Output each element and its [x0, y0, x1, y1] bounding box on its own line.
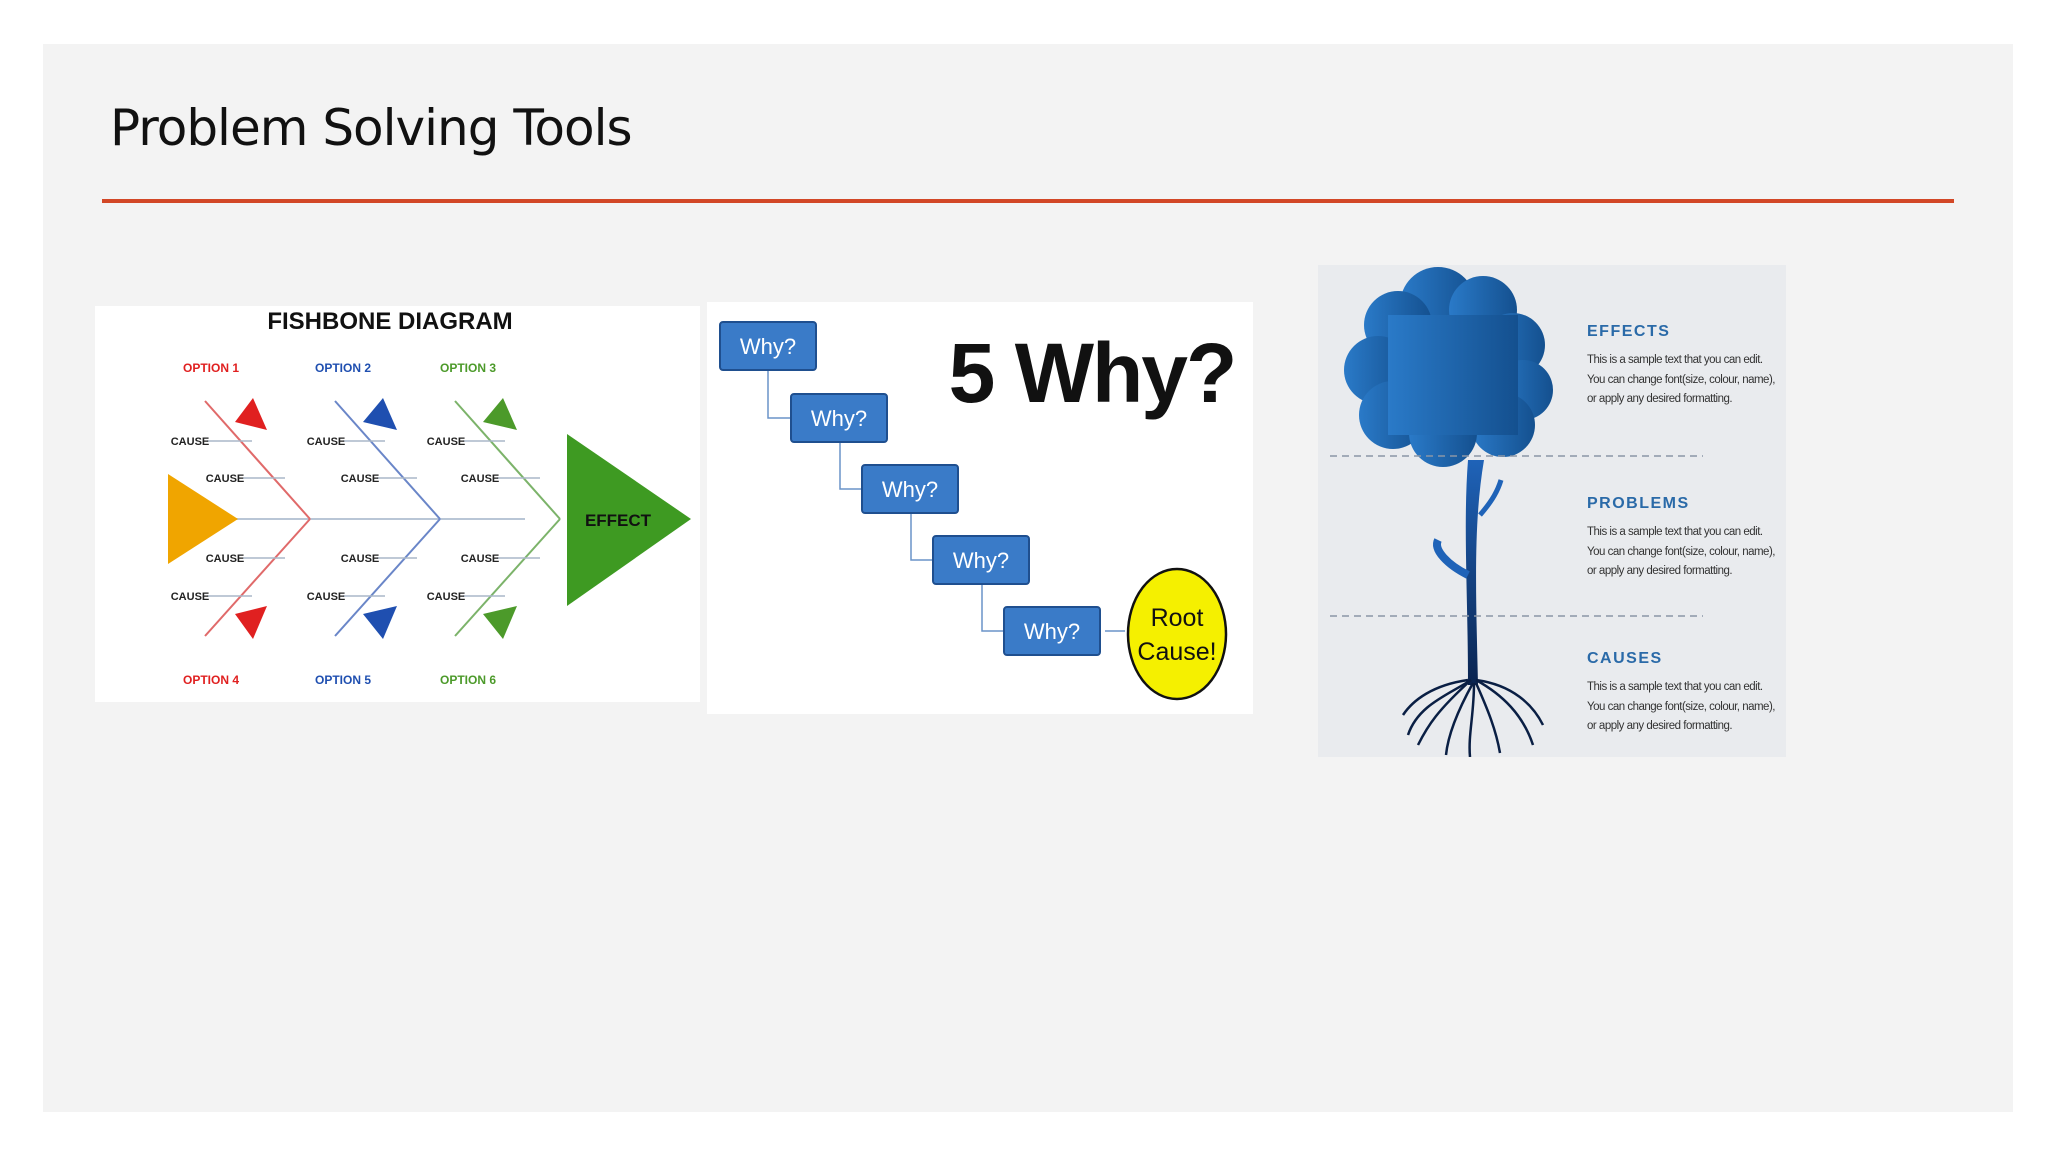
why-step-box — [719, 321, 817, 371]
tree-crown-icon — [1344, 267, 1553, 467]
cause-label: CAUSE — [206, 473, 245, 485]
cause-label: CAUSE — [341, 553, 380, 565]
five-why-title: 5 Why? — [949, 326, 1236, 420]
five-why-image: 5 Why? Why? Why? Why? Why? Wh — [707, 302, 1253, 714]
root-cause-line-2: Cause! — [1137, 638, 1216, 666]
why-step-label: Why? — [811, 406, 867, 431]
tree-roots-icon — [1401, 678, 1545, 757]
cause-label: CAUSE — [461, 553, 500, 565]
option-4-arrow-icon — [235, 606, 267, 639]
cause-label: CAUSE — [171, 591, 210, 603]
five-why-svg: 5 Why? Why? Why? Why? Why? Wh — [719, 321, 1237, 701]
tree-svg — [1330, 267, 1703, 757]
slide-title: Problem Solving Tools — [110, 99, 633, 157]
fishbone-title: FISHBONE DIAGRAM — [267, 308, 512, 335]
tree-body-line: You can change font(size, colour, name), — [1587, 700, 1775, 713]
why-step-label: Why? — [740, 334, 796, 359]
option-1-arrow-icon — [235, 398, 267, 430]
option-3-arrow-icon — [483, 398, 517, 430]
tree-body-line: You can change font(size, colour, name), — [1587, 545, 1775, 558]
tree-trunk-icon — [1465, 460, 1484, 685]
cause-label: CAUSE — [307, 591, 346, 603]
option-2-arrow-icon — [363, 398, 397, 430]
cause-label: CAUSE — [427, 591, 466, 603]
tree-section-heading: PROBLEMS — [1587, 495, 1690, 512]
cause-label: CAUSE — [171, 436, 210, 448]
tree-section-effects: EFFECTS This is a sample text that you c… — [1587, 323, 1787, 410]
fishbone-head-icon — [567, 434, 691, 606]
tree-body-line: or apply any desired formatting. — [1587, 565, 1733, 577]
cause-label: CAUSE — [427, 436, 466, 448]
tree-section-problems: PROBLEMS This is a sample text that you … — [1587, 495, 1787, 582]
why-step-box — [1003, 606, 1101, 656]
cause-label: CAUSE — [461, 473, 500, 485]
tree-section-heading: CAUSES — [1587, 650, 1663, 667]
title-divider — [102, 199, 1954, 203]
tree-body-line: This is a sample text that you can edit. — [1587, 681, 1763, 693]
why-step-label: Why? — [1024, 619, 1080, 644]
why-step-box — [790, 393, 888, 443]
tree-body-line: This is a sample text that you can edit. — [1587, 526, 1763, 538]
option-label: OPTION 6 — [440, 673, 496, 687]
why-step-box — [932, 535, 1030, 585]
option-label: OPTION 4 — [183, 673, 239, 687]
option-label: OPTION 3 — [440, 361, 496, 375]
root-cause-line-1: Root — [1151, 604, 1204, 632]
fishbone-tail-icon — [168, 474, 238, 564]
cause-label: CAUSE — [206, 553, 245, 565]
option-label: OPTION 2 — [315, 361, 371, 375]
tree-body-line: This is a sample text that you can edit. — [1587, 354, 1763, 366]
cause-label: CAUSE — [307, 436, 346, 448]
option-label: OPTION 1 — [183, 361, 239, 375]
tree-section-causes: CAUSES This is a sample text that you ca… — [1587, 650, 1787, 737]
tree-section-heading: EFFECTS — [1587, 323, 1671, 340]
tree-body-line: You can change font(size, colour, name), — [1587, 373, 1775, 386]
option-label: OPTION 5 — [315, 673, 371, 687]
option-5-arrow-icon — [363, 606, 397, 639]
tree-diagram-image: EFFECTS This is a sample text that you c… — [1318, 265, 1786, 757]
option-6-arrow-icon — [483, 606, 517, 639]
tree-section-body: This is a sample text that you can edit.… — [1587, 523, 1787, 582]
fishbone-svg: FISHBONE DIAGRAM — [168, 308, 691, 687]
tree-section-body: This is a sample text that you can edit.… — [1587, 678, 1787, 737]
slide: Problem Solving Tools FISHBONE DIAGRAM — [43, 44, 2013, 1112]
tree-section-body: This is a sample text that you can edit.… — [1587, 351, 1787, 410]
why-step-label: Why? — [882, 477, 938, 502]
root-cause-circle — [1126, 567, 1228, 701]
cause-label: CAUSE — [341, 473, 380, 485]
why-step-box — [861, 464, 959, 514]
tree-body-line: or apply any desired formatting. — [1587, 720, 1733, 732]
why-step-label: Why? — [953, 548, 1009, 573]
effect-label: EFFECT — [585, 511, 652, 530]
fishbone-diagram-image: FISHBONE DIAGRAM — [95, 306, 700, 702]
tree-body-line: or apply any desired formatting. — [1587, 393, 1733, 405]
